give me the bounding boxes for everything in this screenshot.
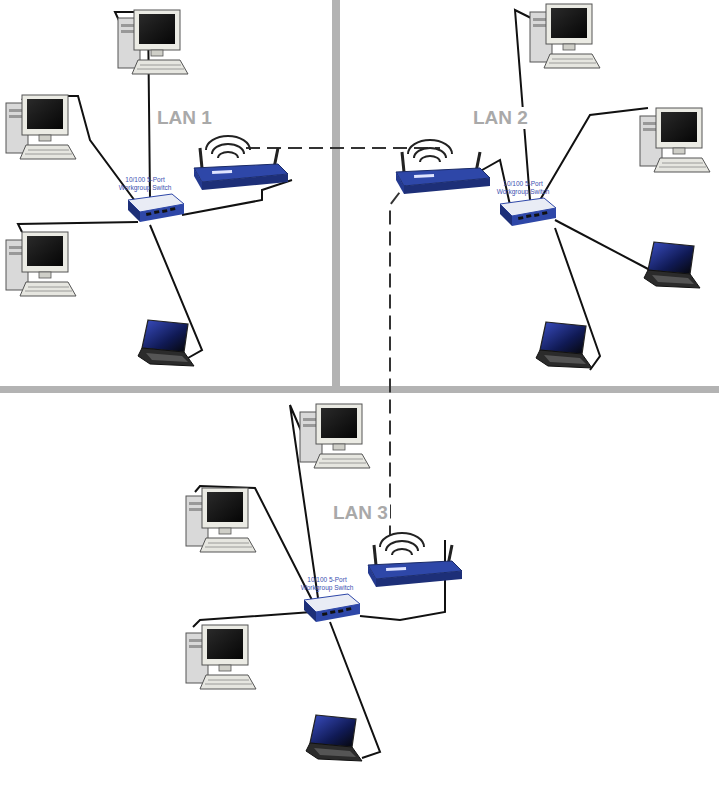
desktop-computer xyxy=(118,10,188,74)
switch-label-node: 10/100 5-Port Workgroup Switch xyxy=(296,576,358,591)
desktop-computer xyxy=(640,108,710,172)
switch-device xyxy=(128,194,184,222)
laptop xyxy=(306,715,362,761)
desktop-computer xyxy=(186,625,256,689)
switch-device xyxy=(304,594,360,622)
desktop-computer xyxy=(530,4,600,68)
device-label: 10/100 5-Port Workgroup Switch xyxy=(114,176,176,191)
laptop xyxy=(644,242,700,288)
switch-device xyxy=(500,198,556,226)
wireless-router xyxy=(194,136,288,190)
lan-label: LAN 3 xyxy=(331,502,390,524)
wireless-link xyxy=(390,176,412,535)
desktop-computer xyxy=(6,232,76,296)
desktop-computer xyxy=(300,404,370,468)
wall xyxy=(332,0,340,392)
wireless-router xyxy=(396,140,490,194)
lan-label: LAN 1 xyxy=(155,107,214,129)
device-label: 10/100 5-Port Workgroup Switch xyxy=(492,180,554,195)
switch-label-node: 10/100 5-Port Workgroup Switch xyxy=(492,180,554,195)
laptop xyxy=(138,320,194,366)
desktop-computer xyxy=(186,488,256,552)
lan-label: LAN 2 xyxy=(471,107,530,129)
laptop xyxy=(536,322,592,368)
desktop-computer xyxy=(6,95,76,159)
device-label: 10/100 5-Port Workgroup Switch xyxy=(296,576,358,591)
wireless-router xyxy=(368,533,462,587)
wall xyxy=(0,386,719,393)
switch-label-node: 10/100 5-Port Workgroup Switch xyxy=(114,176,176,191)
